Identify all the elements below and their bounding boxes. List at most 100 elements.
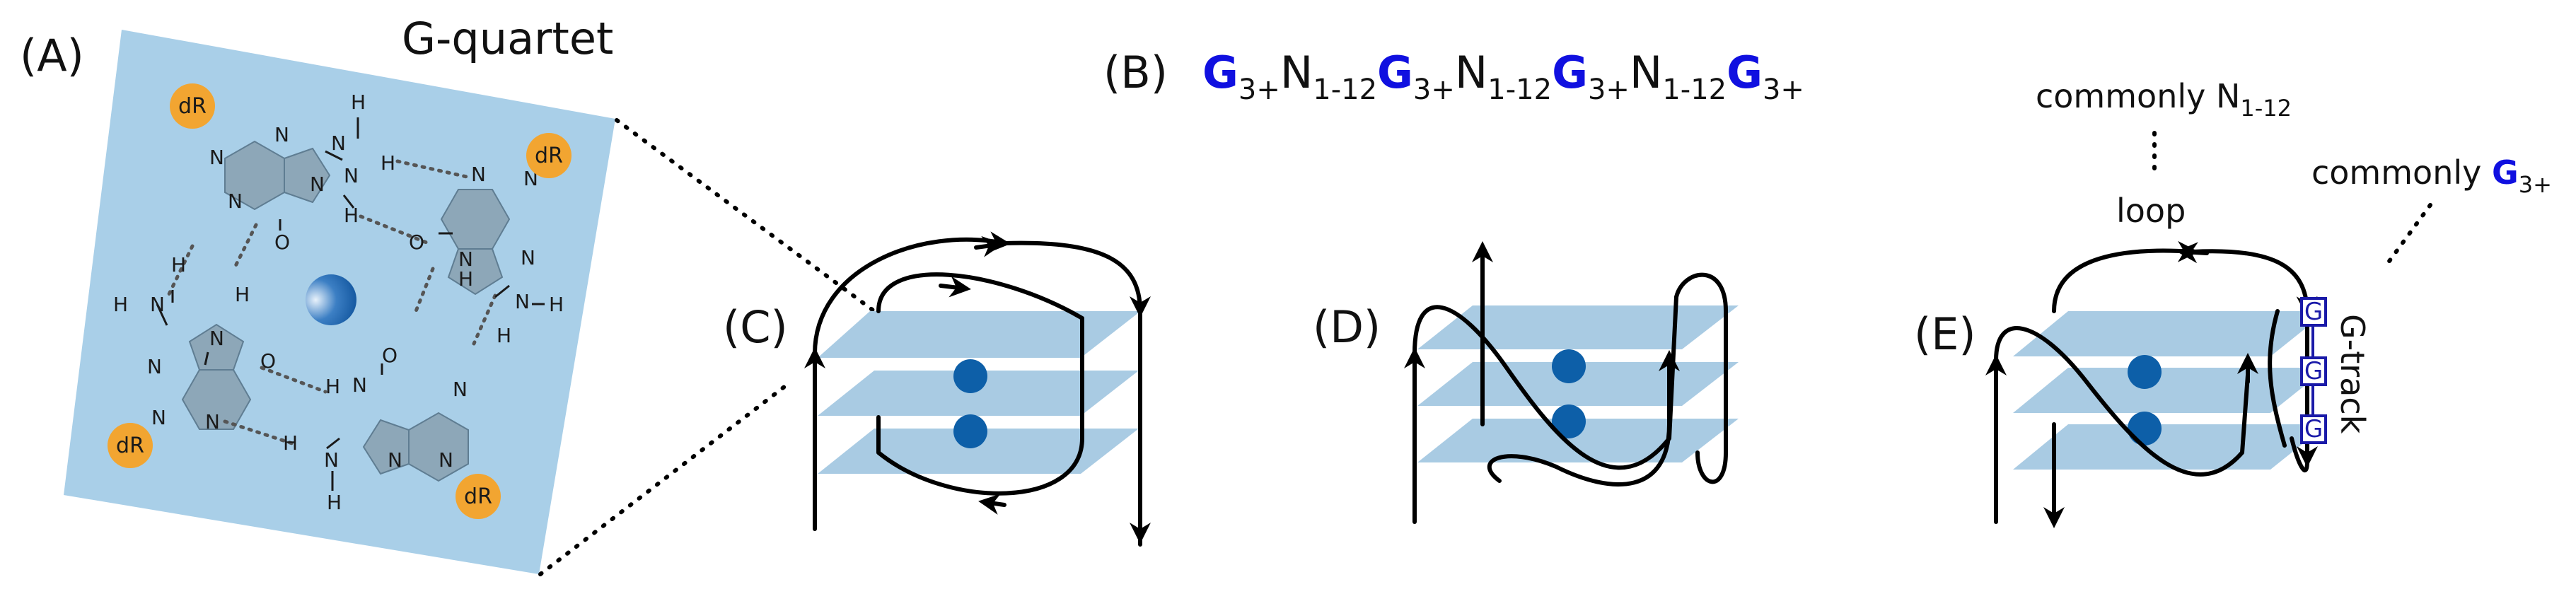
atom-h: H [113, 293, 128, 316]
atom-h: H [235, 283, 250, 306]
quartet-plate-middle [1417, 362, 1739, 406]
panel-a-label: (A) [20, 30, 84, 81]
g-box [2300, 356, 2327, 386]
atom-n: N [147, 355, 162, 378]
track-note-prefix: commonly [2311, 153, 2492, 192]
sugar-circle [108, 423, 153, 468]
panel-a: (A) G-quartet [20, 13, 615, 574]
panel-e: (E) G G G G-track commonly N1-12 loop co… [1914, 77, 2552, 528]
sugar-circle [170, 83, 215, 129]
motif-n-sub-2: 1-12 [1487, 74, 1552, 106]
ion-upper [1552, 349, 1586, 383]
motif-n-1: N [1280, 47, 1313, 98]
atom-n: N [209, 327, 224, 350]
panel-b: (B) G3+N1-12G3+N1-12G3+N1-12G3+ [1103, 47, 1804, 106]
strand-e-arrow-top [2176, 242, 2209, 264]
atom-h: H [283, 431, 298, 455]
strand-c-loop-top-inner [876, 272, 1084, 441]
loop-note-sub: 1-12 [2240, 95, 2292, 122]
motif-g-1: G [1202, 47, 1238, 98]
atom-n: N [471, 163, 486, 186]
track-note-g: G [2492, 153, 2519, 192]
atom-o: O [382, 344, 398, 367]
atom-n: N [205, 410, 220, 433]
atom-n: N [453, 378, 468, 401]
ion-upper [2128, 355, 2162, 389]
atom-n: N [274, 123, 289, 146]
g-box-letter: G [2304, 357, 2323, 385]
sugar-top-right: dR [526, 133, 572, 178]
sugar-bottom-right: dR [456, 474, 501, 519]
ion-lower [2128, 412, 2162, 446]
motif-n-sub-3: 1-12 [1662, 74, 1727, 106]
atom-o: O [409, 231, 424, 254]
g-box [2300, 414, 2327, 444]
panel-c-label: (C) [723, 301, 788, 353]
strand-e-top-loop [2052, 240, 2319, 472]
central-ion [306, 274, 356, 325]
sugar-top-left: dR [170, 83, 215, 129]
bonds [156, 117, 545, 491]
motif-g-3: G [1552, 47, 1588, 98]
atom-o: O [260, 349, 276, 373]
loop-note-prefix: commonly N [2036, 77, 2240, 115]
g-box [2300, 297, 2327, 327]
atom-n: N [150, 293, 165, 316]
motif-g-2: G [1377, 47, 1413, 98]
ion-upper [953, 359, 987, 393]
sugar-label: dR [178, 94, 207, 119]
loop-label: loop [2116, 192, 2186, 230]
atom-n: N [310, 173, 325, 196]
panel-d-label: (D) [1313, 301, 1381, 353]
atom-h: H [549, 293, 564, 316]
sugar-bottom-left: dR [108, 423, 153, 468]
quartet-plate-middle [2013, 368, 2327, 413]
panel-b-label: (B) [1103, 47, 1168, 98]
motif-g-4: G [1727, 47, 1763, 98]
motif-g-sub-4: 3+ [1763, 74, 1804, 106]
atom-h: H [327, 491, 342, 514]
atom-n: N [439, 448, 453, 472]
zoom-line-top [615, 118, 876, 313]
atom-n: N [344, 164, 359, 187]
strand-c-arrow-bottom [978, 494, 1006, 515]
motif-n-3: N [1630, 47, 1662, 98]
ion-lower [1552, 404, 1586, 438]
ion-lower [953, 414, 987, 448]
atom-h: H [497, 324, 511, 347]
motif-g-sub-3: 3+ [1588, 74, 1630, 106]
atom-h: H [325, 375, 340, 398]
atom-h: H [171, 253, 186, 276]
motif-g-sub-2: 3+ [1413, 74, 1455, 106]
strand-e-inner-wave [2268, 309, 2287, 448]
atom-h: H [344, 204, 359, 227]
hydrogen-bonds [165, 159, 497, 446]
strand-c-arrow-inner [939, 276, 971, 298]
panel-d: (D) [1313, 241, 1739, 524]
atom-o: O [274, 231, 290, 254]
atom-n: N [228, 190, 243, 213]
track-note: commonly G3+ [2311, 153, 2552, 198]
atom-n: N [388, 448, 402, 472]
atom-n: N [521, 246, 535, 269]
atom-n: N [151, 406, 166, 429]
track-note-sub: 3+ [2519, 171, 2552, 198]
g-quartet-title: G-quartet [402, 13, 613, 64]
track-note-leader [2386, 203, 2432, 265]
atom-n: N [324, 448, 339, 472]
panel-c: (C) [723, 231, 1151, 547]
motif-g-sub-1: 3+ [1238, 74, 1280, 106]
atom-n: N [209, 146, 224, 169]
strand-c-loop-bottom [876, 415, 1084, 496]
atom-n: N [458, 248, 473, 271]
quartet-plate-top [1417, 305, 1739, 349]
strand-d-loop-2 [1674, 272, 1728, 484]
g-box-letter: G [2304, 415, 2323, 443]
strand-d-loop-1 [1412, 295, 1678, 470]
quartet-plate-middle [818, 371, 1139, 416]
quartet-plate-bottom [818, 429, 1139, 474]
sugar-label: dR [464, 484, 492, 509]
sugar-circle [456, 474, 501, 519]
strand-e-wave [1994, 326, 2250, 477]
